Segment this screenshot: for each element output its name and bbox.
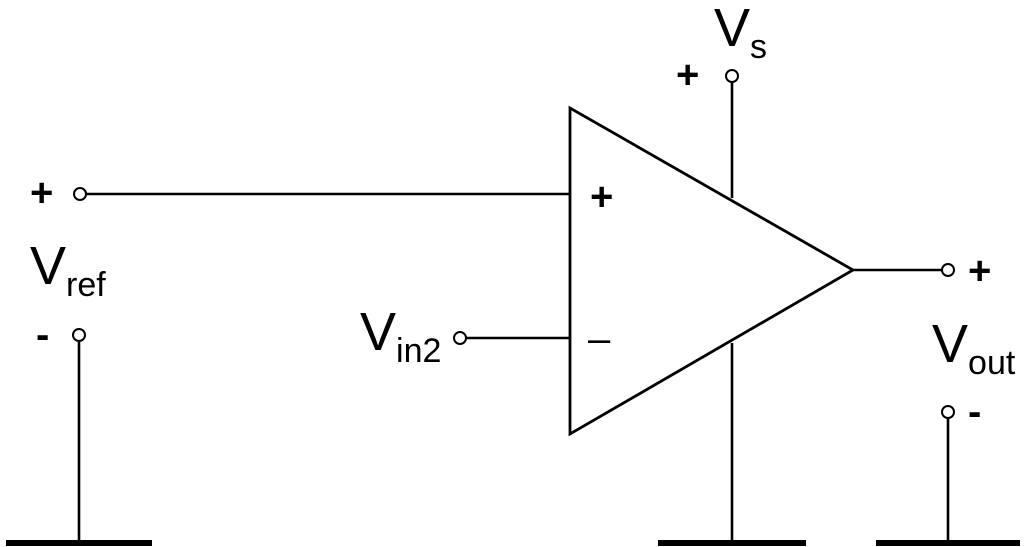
inverting-sign: – — [588, 317, 611, 361]
vout-minus-sign: - — [968, 390, 981, 434]
noninverting-sign: + — [590, 175, 613, 219]
vref-minus-terminal — [72, 328, 86, 342]
opamp-triangle — [568, 105, 856, 437]
vref-label: Vref — [30, 236, 106, 304]
vout-plus-terminal — [941, 263, 955, 277]
vin2-terminal — [453, 331, 467, 345]
vin2-label: Vin2 — [360, 302, 441, 370]
vout-plus-sign: + — [968, 249, 991, 293]
vs-terminal — [725, 69, 739, 83]
vout-minus-terminal — [941, 405, 955, 419]
vref-minus-sign: - — [36, 313, 49, 357]
vs-plus-sign: + — [676, 53, 699, 97]
vout-label: Vout — [932, 314, 1016, 382]
vref-plus-terminal — [73, 187, 87, 201]
vs-label: Vs — [714, 0, 767, 66]
vref-plus-sign: + — [30, 171, 53, 215]
